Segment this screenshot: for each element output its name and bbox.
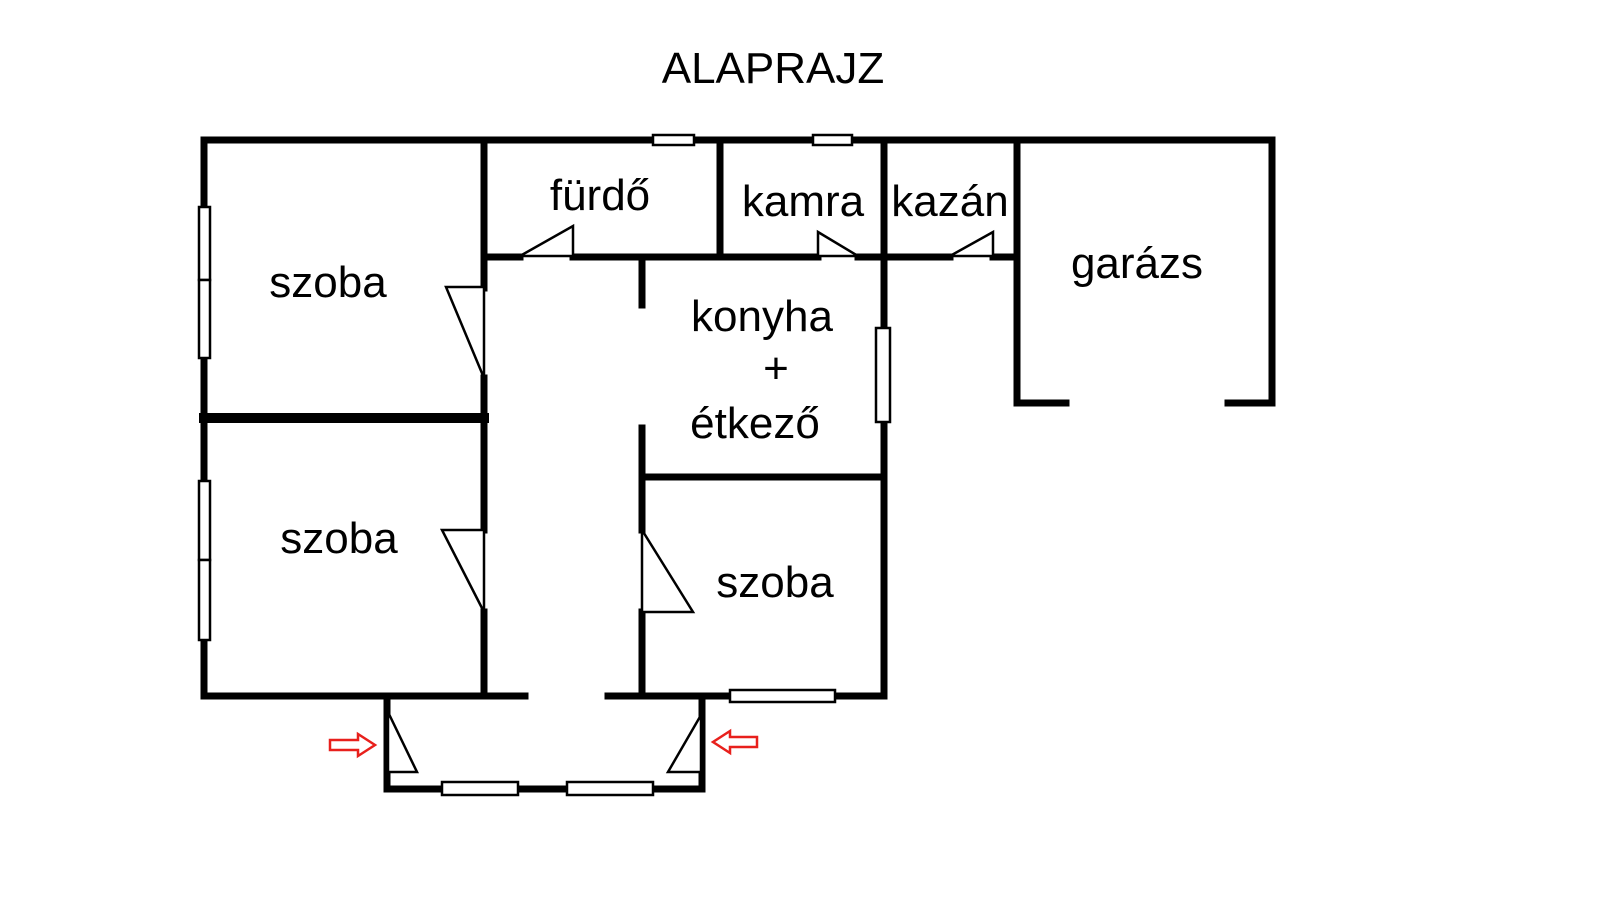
label-kitchen: konyha [691,292,833,341]
label-bathroom: fürdő [550,171,650,220]
door-room-bottom-left [439,528,486,613]
door-entrance-right [665,710,703,774]
windows [197,133,892,797]
window [728,688,837,704]
door-pantry [816,229,863,258]
window [197,205,212,282]
arrow-left-icon [710,728,759,756]
label-room-right: szoba [716,558,834,607]
label-room-top-left: szoba [269,258,387,307]
window [874,326,892,424]
label-dining: étkező [690,399,820,448]
doors [386,223,995,774]
window [197,278,212,360]
door-room-top-left [444,285,486,379]
door-boiler [945,229,995,258]
arrow-right-icon [328,731,378,759]
label-pantry: kamra [742,177,865,226]
door-room-right [640,525,696,614]
label-garage: garázs [1071,239,1203,288]
window [811,133,854,147]
label-boiler: kazán [891,177,1008,226]
window [440,780,520,797]
window [651,133,696,147]
room-labels: szoba szoba fürdő kamra kazán garázs kon… [269,171,1203,607]
label-room-bottom-left: szoba [280,514,398,563]
door-entrance-left [386,711,419,774]
plan-title: ALAPRAJZ [662,44,885,93]
window [197,479,212,562]
door-bathroom [515,223,575,258]
window [565,780,655,797]
entrance-arrows [328,728,759,759]
window [197,558,212,642]
label-kitchen-plus: + [763,344,789,393]
